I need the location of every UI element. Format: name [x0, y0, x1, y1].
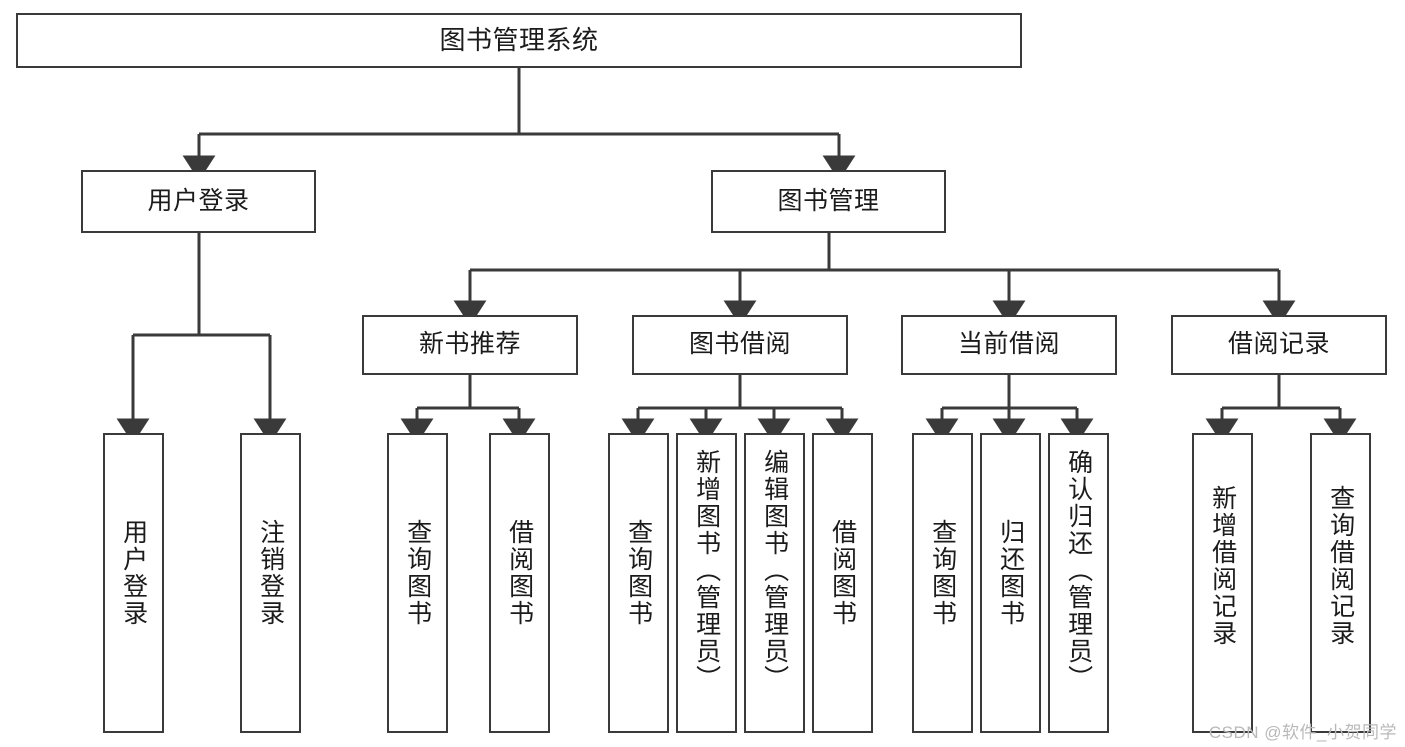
leaf-borrow-book-new-rec[interactable]: 借阅图书 — [489, 433, 550, 733]
node-label: 确认归还（管理员） — [1064, 449, 1093, 692]
node-label: 新增借阅记录 — [1208, 485, 1237, 647]
node-label: 图书借阅 — [688, 330, 791, 359]
leaf-query-book-new-rec[interactable]: 查询图书 — [387, 433, 448, 733]
leaf-query-book-current[interactable]: 查询图书 — [912, 433, 973, 733]
leaf-confirm-return-admin[interactable]: 确认归还（管理员） — [1048, 433, 1109, 733]
node-label: 注销登录 — [256, 519, 285, 627]
node-label: 查询图书 — [624, 519, 653, 627]
node-label: 图书管理 — [777, 186, 880, 215]
leaf-query-book-borrow[interactable]: 查询图书 — [608, 433, 669, 733]
node-label: 借阅记录 — [1227, 330, 1330, 359]
node-label: 编辑图书（管理员） — [760, 449, 789, 692]
node-label: 当前借阅 — [957, 330, 1060, 359]
leaf-query-borrow-record[interactable]: 查询借阅记录 — [1310, 433, 1371, 733]
leaf-user-logout[interactable]: 注销登录 — [240, 433, 301, 733]
node-book-management[interactable]: 图书管理 — [711, 170, 946, 233]
csdn-watermark: CSDN @软件_小贺同学 — [1208, 723, 1397, 742]
node-label: 新增图书（管理员） — [692, 449, 721, 692]
node-label: 查询借阅记录 — [1326, 485, 1355, 647]
node-label: 图书管理系统 — [439, 25, 599, 56]
node-label: 归还图书 — [996, 519, 1025, 627]
leaf-add-book-admin[interactable]: 新增图书（管理员） — [676, 433, 737, 733]
node-current-borrow[interactable]: 当前借阅 — [901, 315, 1117, 375]
node-new-book-recommendation[interactable]: 新书推荐 — [362, 315, 578, 375]
node-label: 查询图书 — [403, 519, 432, 627]
node-label: 新书推荐 — [418, 330, 521, 359]
leaf-edit-book-admin[interactable]: 编辑图书（管理员） — [744, 433, 805, 733]
leaf-user-login[interactable]: 用户登录 — [103, 433, 164, 733]
node-label: 借阅图书 — [505, 519, 534, 627]
node-label: 查询图书 — [928, 519, 957, 627]
node-root-book-management-system[interactable]: 图书管理系统 — [16, 13, 1022, 68]
leaf-add-borrow-record[interactable]: 新增借阅记录 — [1192, 433, 1253, 733]
leaf-return-book[interactable]: 归还图书 — [980, 433, 1041, 733]
leaf-borrow-book-borrow[interactable]: 借阅图书 — [812, 433, 873, 733]
node-label: 用户登录 — [119, 519, 148, 627]
node-book-borrow[interactable]: 图书借阅 — [632, 315, 848, 375]
node-borrow-record[interactable]: 借阅记录 — [1171, 315, 1387, 375]
node-label: 借阅图书 — [828, 519, 857, 627]
node-label: 用户登录 — [147, 186, 250, 215]
node-user-login[interactable]: 用户登录 — [81, 170, 316, 233]
